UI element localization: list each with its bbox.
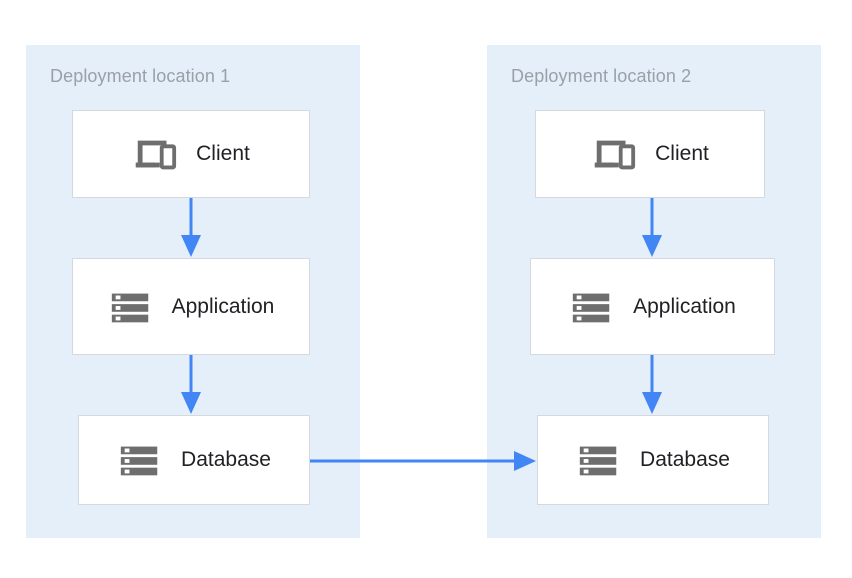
node-client-zone-2[interactable]: Client xyxy=(535,110,765,198)
devices-icon xyxy=(135,140,177,170)
server-icon xyxy=(579,446,617,476)
devices-icon xyxy=(594,140,636,170)
server-icon xyxy=(120,446,158,476)
node-database-zone-2[interactable]: Database xyxy=(537,415,769,505)
server-icon xyxy=(111,293,148,322)
node-client-zone-1[interactable]: Client xyxy=(72,110,310,198)
node-client-zone-1-label: Client xyxy=(196,142,250,165)
node-application-zone-1-label: Application xyxy=(171,294,275,318)
zone-1-title: Deployment location 1 xyxy=(50,66,231,86)
node-application-zone-2[interactable]: Application xyxy=(530,258,775,355)
server-icon xyxy=(572,293,610,322)
node-application-zone-1[interactable]: Application xyxy=(72,258,310,355)
node-database-zone-1[interactable]: Database xyxy=(78,415,310,505)
node-client-zone-2-label: Client xyxy=(655,142,709,165)
node-database-zone-1-label: Database xyxy=(181,448,271,471)
zone-2-title: Deployment location 2 xyxy=(511,66,692,86)
node-database-zone-2-label: Database xyxy=(640,448,730,471)
node-application-zone-2-label: Application xyxy=(633,294,736,318)
